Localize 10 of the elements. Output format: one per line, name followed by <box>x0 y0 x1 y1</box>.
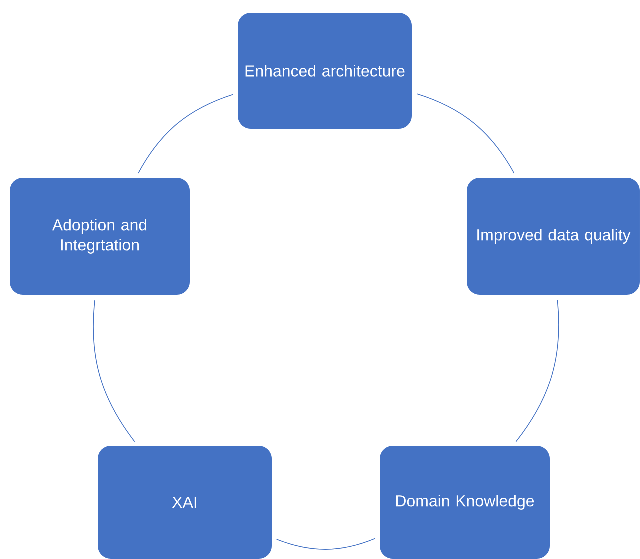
process-box: Enhanced architecture <box>238 13 412 129</box>
process-box: Adoption and Integrtation <box>10 178 190 295</box>
connector-arc <box>416 94 515 174</box>
connector-arc <box>93 300 136 442</box>
process-box: Domain Knowledge <box>380 446 550 559</box>
connector-arc <box>276 538 376 550</box>
process-box: Improved data quality <box>467 178 640 295</box>
connector-arc <box>138 94 234 174</box>
process-box: XAI <box>98 446 272 559</box>
connector-arc <box>516 300 560 442</box>
